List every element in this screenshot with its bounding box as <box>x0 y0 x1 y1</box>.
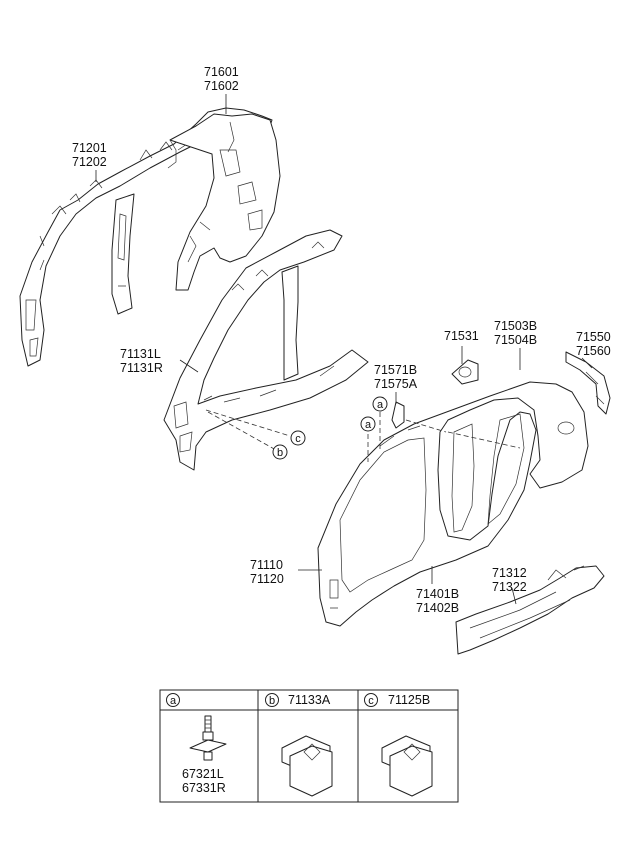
svg-text:c: c <box>295 433 301 445</box>
label-71201: 71201 <box>72 141 107 155</box>
legend-header-a: a <box>166 693 180 707</box>
legend-a-part-2: 67331R <box>182 781 226 795</box>
callout-labels: 71601 71602 71201 71202 71131L 71131R 71… <box>72 65 611 615</box>
marker-c: c <box>290 430 306 446</box>
label-71110: 71110 <box>250 558 283 572</box>
label-71120: 71120 <box>250 572 284 586</box>
legend-table: a b 71133A c 71125B 67321L 67331R <box>159 689 459 803</box>
label-71322: 71322 <box>492 580 527 594</box>
bracket-71125b-illustration <box>381 735 433 797</box>
side-outer-reinforcement <box>163 229 369 471</box>
quarter-extension-panel <box>565 351 611 415</box>
label-71550: 71550 <box>576 330 611 344</box>
label-71131l: 71131L <box>120 347 161 361</box>
legend-header-b: b 71133A <box>265 693 331 707</box>
label-71504b: 71504B <box>494 333 537 347</box>
label-71402b: 71402B <box>416 601 459 615</box>
label-71503b: 71503B <box>494 319 537 333</box>
label-71575a: 71575A <box>374 377 418 391</box>
side-outer-panel <box>317 381 589 627</box>
fuel-filler-housing <box>451 359 479 385</box>
label-71531: 71531 <box>444 329 479 343</box>
label-71601: 71601 <box>204 65 239 79</box>
svg-text:a: a <box>170 695 177 707</box>
clip-fastener-illustration <box>189 715 227 761</box>
svg-text:c: c <box>368 695 374 707</box>
label-71602: 71602 <box>204 79 239 93</box>
label-71312: 71312 <box>492 566 527 580</box>
pillar-bracket <box>391 401 405 429</box>
legend-header-c: c 71125B <box>364 693 430 707</box>
svg-text:a: a <box>377 399 384 411</box>
legend-c-part: 71125B <box>388 693 430 707</box>
svg-text:b: b <box>269 695 275 707</box>
side-sill-panel <box>455 565 605 655</box>
svg-text:a: a <box>365 419 372 431</box>
marker-b: b <box>272 444 288 460</box>
legend-a-part-1: 67321L <box>182 767 224 781</box>
marker-a-lower: a <box>360 416 376 432</box>
assembly-lines <box>205 409 521 462</box>
label-71131r: 71131R <box>120 361 163 375</box>
label-71202: 71202 <box>72 155 107 169</box>
center-pillar-inner <box>111 193 135 315</box>
legend-b-part: 71133A <box>288 693 331 707</box>
label-71560: 71560 <box>576 344 611 358</box>
label-71401b: 71401B <box>416 587 459 601</box>
marker-a-upper: a <box>372 396 388 412</box>
svg-text:b: b <box>277 447 283 459</box>
label-71571b: 71571B <box>374 363 417 377</box>
leader-lines <box>95 94 593 605</box>
quarter-inner-panel <box>167 113 281 291</box>
bracket-71133a-illustration <box>281 735 333 797</box>
